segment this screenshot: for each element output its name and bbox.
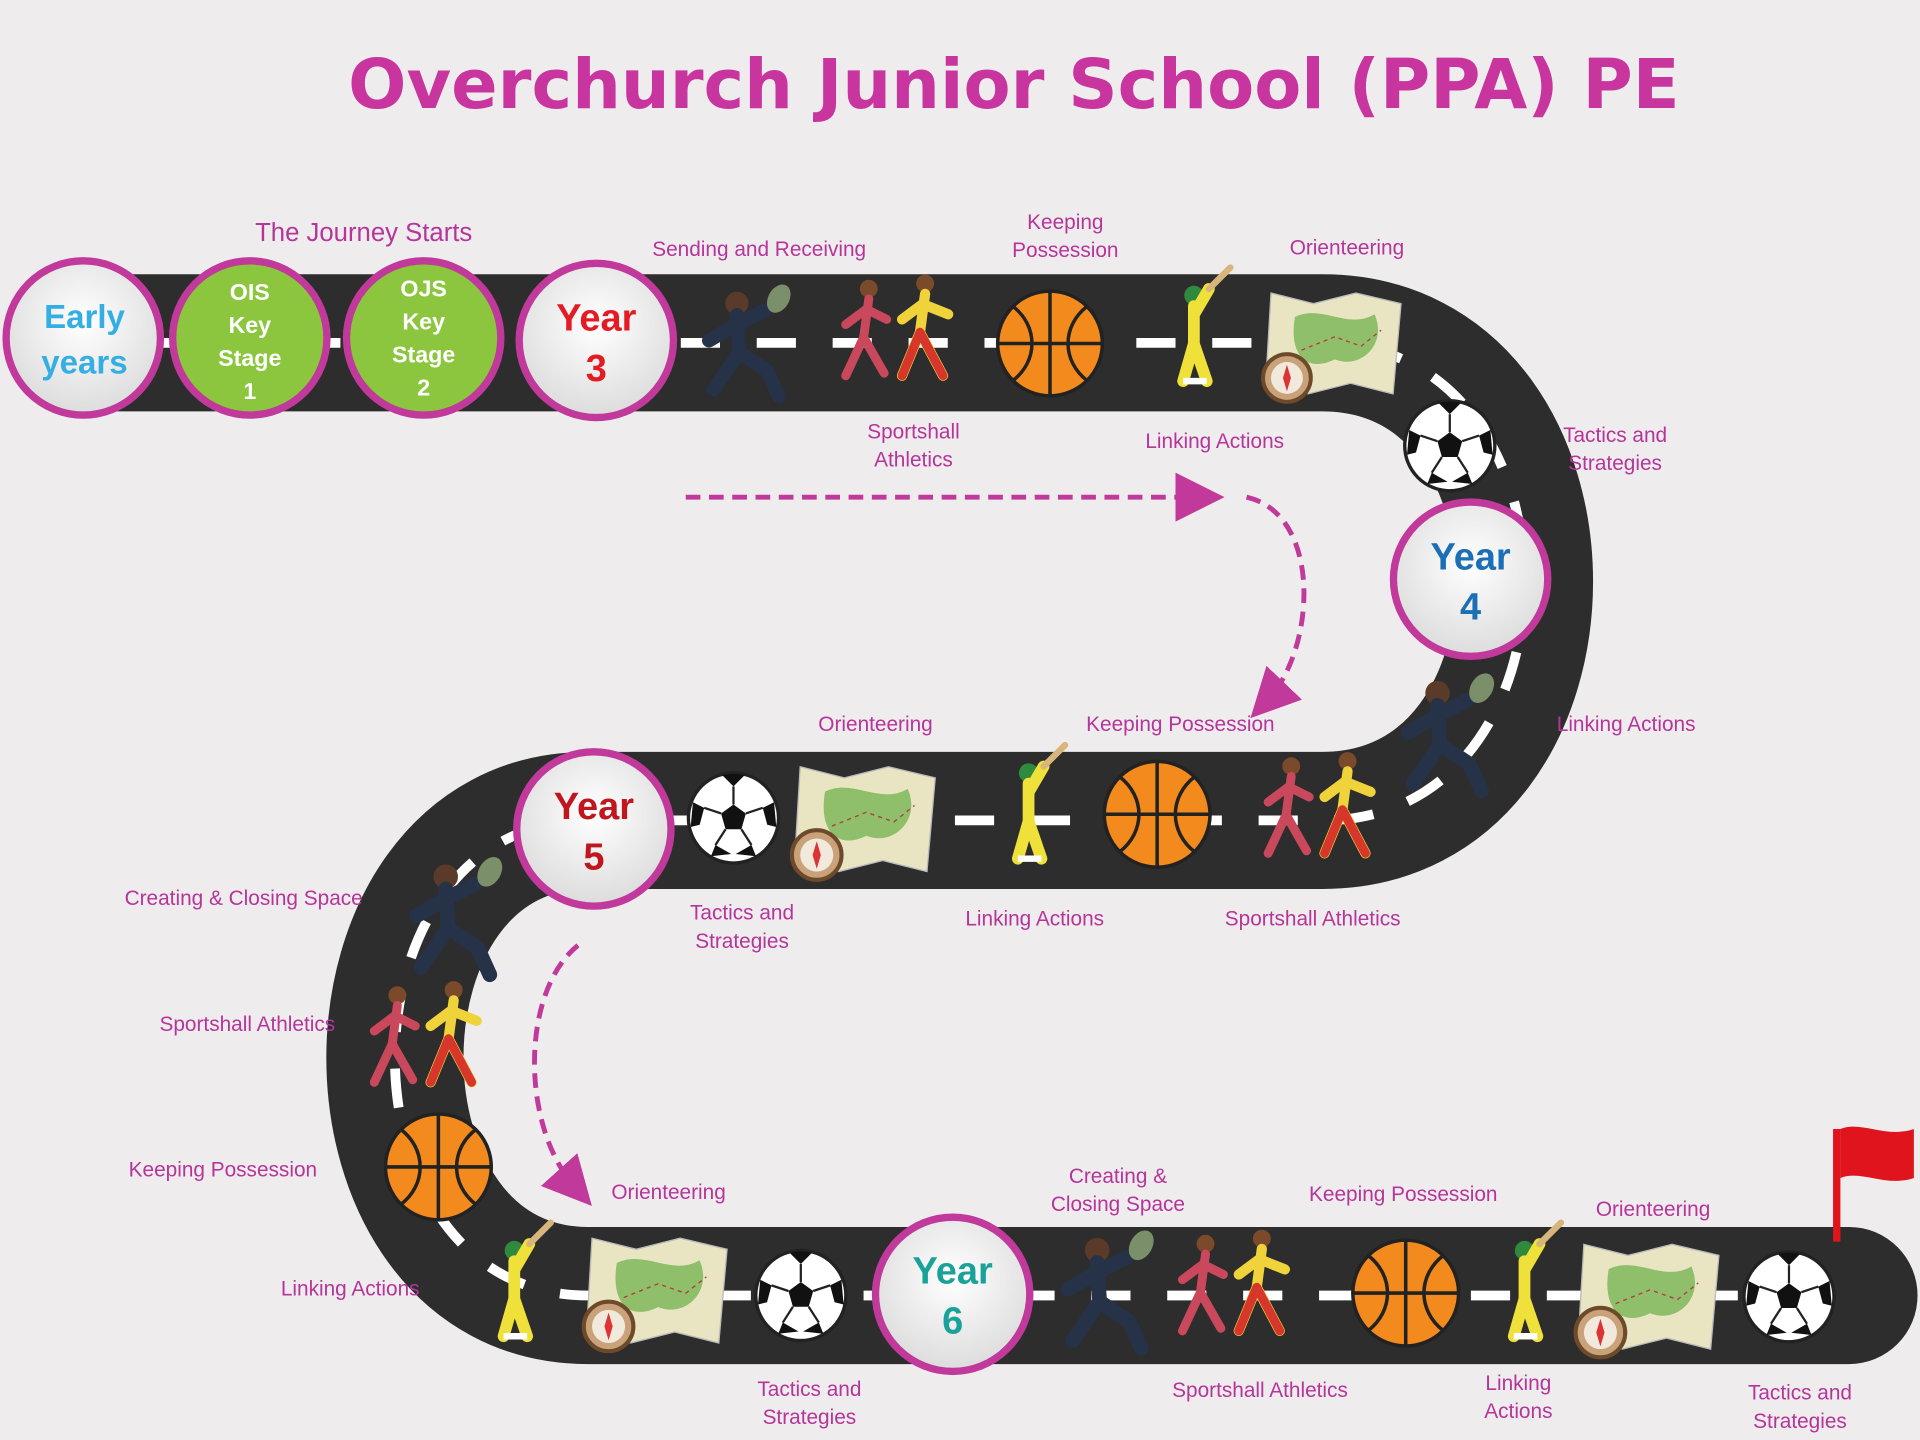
stage-label: 4	[1460, 587, 1481, 629]
activity-label: Creating &	[1069, 1165, 1167, 1188]
soccer-ball-icon	[1742, 1249, 1836, 1344]
soccer-ball-icon	[1403, 398, 1497, 493]
stage-label: OJS	[400, 275, 447, 301]
stage-label: Year	[556, 298, 636, 340]
activity-label: Linking Actions	[1145, 430, 1284, 453]
soccer-ball-icon	[754, 1248, 848, 1343]
activity-label: Sportshall Athletics	[1172, 1379, 1348, 1402]
stage-label: 2	[417, 375, 430, 401]
map-compass-icon	[584, 1238, 727, 1351]
stage-year-5: Year 5	[513, 748, 675, 910]
stage-year-6: Year 6	[871, 1213, 1034, 1376]
journey-start-heading: The Journey Starts	[255, 219, 472, 247]
activity-label: Sending and Receiving	[652, 238, 866, 261]
stage-label: Year	[554, 786, 634, 828]
activity-label: Strategies	[1753, 1410, 1847, 1433]
dashed-arrow-3	[532, 943, 592, 1206]
stage-label: Stage	[218, 345, 281, 371]
activity-label: Orienteering	[1596, 1198, 1710, 1221]
activity-label: Strategies	[763, 1406, 857, 1429]
page-title: Overchurch Junior School (PPA) PE	[348, 45, 1679, 125]
stage-label: Early	[44, 299, 125, 336]
stage-year-4: Year 4	[1389, 498, 1552, 660]
finish-flag-icon	[1833, 1126, 1914, 1242]
activity-label: Sportshall	[867, 420, 959, 443]
activity-label: Orienteering	[611, 1181, 725, 1204]
activity-label: Tactics and	[690, 902, 794, 925]
stage-year-3: Year 3	[515, 259, 678, 422]
stage-label: 1	[243, 378, 256, 404]
stage-key-stage-2: OJS Key Stage 2	[342, 257, 505, 419]
dashed-arrow-2	[1245, 494, 1307, 719]
stage-early-years: Early years	[2, 257, 165, 419]
activity-labels: Sending and Receiving Keeping Possession…	[125, 211, 1852, 1433]
stage-label: Year	[1431, 536, 1511, 578]
activity-label: Keeping Possession	[1086, 713, 1274, 736]
soccer-ball-icon	[686, 771, 781, 865]
stage-label: OIS	[230, 279, 270, 305]
map-compass-icon	[1263, 293, 1401, 402]
activity-label: Keeping Possession	[1309, 1183, 1497, 1206]
activity-label: Keeping Possession	[129, 1159, 317, 1182]
activity-label: Sportshall Athletics	[159, 1013, 335, 1036]
stage-label: Key	[402, 308, 445, 334]
basketball-icon	[995, 289, 1105, 398]
basketball-icon	[1102, 759, 1212, 869]
stage-label: Year	[913, 1250, 993, 1292]
activity-label: Strategies	[695, 930, 789, 953]
stage-label: Key	[228, 312, 271, 338]
stage-key-stage-1: OIS Key Stage 1	[168, 257, 331, 419]
map-compass-icon	[1576, 1244, 1719, 1357]
activity-label: Orienteering	[1290, 237, 1404, 260]
stage-label: years	[41, 344, 127, 381]
activity-label: Tactics and	[1563, 424, 1667, 447]
basketball-icon	[383, 1112, 494, 1222]
basketball-icon	[1351, 1238, 1461, 1348]
activity-label: Sportshall Athletics	[1225, 908, 1401, 931]
stage-label: 5	[583, 836, 604, 878]
activity-label: Tactics and	[757, 1378, 861, 1401]
activity-label: Closing Space	[1051, 1193, 1185, 1216]
activity-label: Keeping	[1027, 211, 1103, 234]
activity-label: Linking Actions	[965, 908, 1104, 931]
activity-label: Actions	[1484, 1400, 1552, 1423]
activity-label: Linking Actions	[1557, 713, 1696, 736]
activity-label: Creating & Closing Space	[125, 887, 363, 910]
map-compass-icon	[792, 767, 935, 880]
activity-label: Possession	[1012, 239, 1118, 262]
activity-label: Orienteering	[818, 713, 932, 736]
activity-label: Linking	[1485, 1372, 1551, 1395]
stage-label: Stage	[392, 341, 455, 367]
activity-label: Strategies	[1568, 452, 1662, 475]
stage-label: 6	[942, 1300, 963, 1342]
activity-label: Athletics	[874, 449, 953, 472]
activity-label: Tactics and	[1748, 1382, 1852, 1405]
activity-label: Linking Actions	[281, 1278, 420, 1301]
stage-label: 3	[586, 348, 607, 390]
